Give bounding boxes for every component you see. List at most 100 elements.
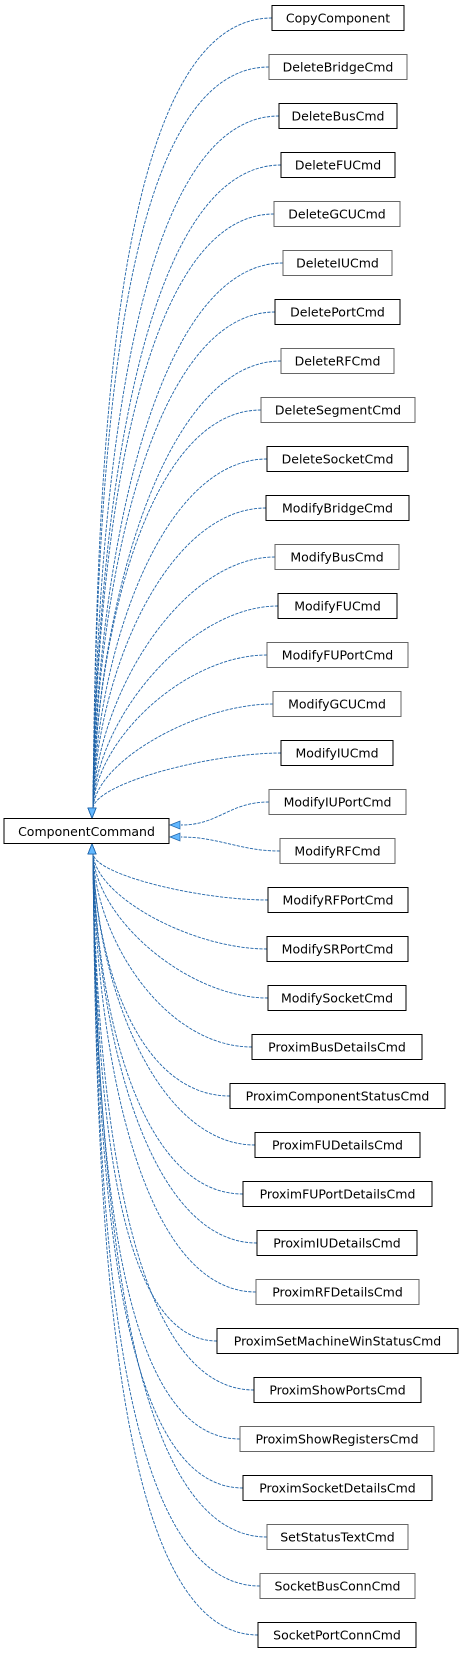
edge-modifyrfportcmd [92, 853, 269, 901]
edge-modifybuscmd [92, 556, 276, 809]
node-proximfuportdetailscmd-box [242, 1181, 433, 1207]
node-copycomponent[interactable]: CopyComponent [271, 5, 405, 31]
edge-deletesegmentcmd [92, 409, 262, 809]
node-setstatustextcmd-label: SetStatusTextCmd [280, 1530, 394, 1545]
node-proximiudetailscmd[interactable]: ProximIUDetailsCmd [256, 1230, 418, 1256]
node-proximshowregisterscmd[interactable]: ProximShowRegistersCmd [239, 1426, 435, 1452]
node-modifyiuportcmd[interactable]: ModifyIUPortCmd [268, 789, 407, 815]
edge-deleterfcmd [92, 360, 282, 809]
node-deleteportcmd-box [274, 299, 401, 325]
node-modifybuscmd-box [274, 544, 400, 570]
node-deletegcucmd-label: DeleteGCUCmd [288, 207, 385, 222]
node-modifyrfcmd-box [279, 838, 396, 864]
node-socketbusconncmd-label: SocketBusConnCmd [275, 1579, 401, 1594]
node-deleterfcmd-label: DeleteRFCmd [295, 354, 381, 369]
node-componentcommand[interactable]: ComponentCommand [3, 818, 170, 844]
node-deletesegmentcmd-box [260, 397, 416, 423]
node-proximfudetailscmd-label: ProximFUDetailsCmd [272, 1138, 403, 1153]
node-deletesocketcmd-label: DeleteSocketCmd [282, 452, 394, 467]
node-modifyfucmd-label: ModifyFUCmd [294, 599, 381, 614]
node-proximshowportscmd-box [253, 1377, 422, 1403]
node-modifyrfportcmd[interactable]: ModifyRFPortCmd [267, 887, 409, 913]
node-proximshowportscmd[interactable]: ProximShowPortsCmd [253, 1377, 422, 1403]
node-deletesocketcmd[interactable]: DeleteSocketCmd [266, 446, 409, 472]
node-modifybridgecmd[interactable]: ModifyBridgeCmd [265, 495, 410, 521]
node-deletebuscmd-box [278, 103, 398, 129]
node-setstatustextcmd[interactable]: SetStatusTextCmd [266, 1524, 409, 1550]
node-proximbusdetailscmd[interactable]: ProximBusDetailsCmd [251, 1034, 423, 1060]
edge-proximbusdetailscmd [92, 853, 253, 1048]
edge-modifyfucmd [92, 605, 279, 809]
node-modifybuscmd[interactable]: ModifyBusCmd [274, 544, 400, 570]
edge-modifyrfcmd [180, 836, 281, 852]
node-modifysocketcmd[interactable]: ModifySocketCmd [267, 985, 407, 1011]
node-proximcomponentstatuscmd[interactable]: ProximComponentStatusCmd [229, 1083, 446, 1109]
edge-deletebuscmd [92, 115, 280, 809]
node-proximbusdetailscmd-label: ProximBusDetailsCmd [268, 1040, 406, 1055]
node-modifyiuportcmd-label: ModifyIUPortCmd [284, 795, 392, 810]
node-modifyiucmd[interactable]: ModifyIUCmd [280, 740, 394, 766]
edge-proximsetmachinewinstatuscmd [92, 853, 218, 1342]
edge-deletefucmd [92, 164, 282, 809]
edge-proximfuportdetailscmd [92, 853, 244, 1195]
node-socketbusconncmd[interactable]: SocketBusConnCmd [259, 1573, 416, 1599]
node-modifybridgecmd-label: ModifyBridgeCmd [282, 501, 393, 516]
node-deleteportcmd[interactable]: DeletePortCmd [274, 299, 401, 325]
edge-modifyiuportcmd [180, 801, 270, 826]
inheritance-arrowheads [87, 807, 181, 855]
node-proximsocketdetailscmd-label: ProximSocketDetailsCmd [259, 1481, 416, 1496]
arrowhead-socketportconncmd [87, 843, 97, 855]
node-modifybridgecmd-box [265, 495, 410, 521]
node-modifybuscmd-label: ModifyBusCmd [290, 550, 383, 565]
node-proximfuportdetailscmd-label: ProximFUPortDetailsCmd [260, 1187, 416, 1202]
node-proximrfdetailscmd-label: ProximRFDetailsCmd [272, 1285, 403, 1300]
node-proximfuportdetailscmd[interactable]: ProximFUPortDetailsCmd [242, 1181, 433, 1207]
node-modifysocketcmd-box [267, 985, 407, 1011]
node-modifyrfportcmd-box [267, 887, 409, 913]
node-deletebuscmd[interactable]: DeleteBusCmd [278, 103, 398, 129]
node-deleteiucmd-label: DeleteIUCmd [296, 256, 379, 271]
node-modifyfuportcmd[interactable]: ModifyFUPortCmd [266, 642, 409, 668]
node-proximfudetailscmd-box [254, 1132, 421, 1158]
node-modifygcucmd[interactable]: ModifyGCUCmd [272, 691, 402, 717]
node-modifysrportcmd-label: ModifySRPortCmd [282, 942, 394, 957]
node-proximbusdetailscmd-box [251, 1034, 423, 1060]
node-deletefucmd[interactable]: DeleteFUCmd [280, 152, 396, 178]
edge-modifysrportcmd [92, 853, 268, 950]
node-deleteiucmd[interactable]: DeleteIUCmd [282, 250, 393, 276]
node-proximsocketdetailscmd-box [242, 1475, 433, 1501]
node-modifyrfcmd[interactable]: ModifyRFCmd [279, 838, 396, 864]
arrowhead-modifyiucmd [87, 807, 97, 819]
edge-modifybridgecmd [92, 507, 267, 809]
node-deletefucmd-label: DeleteFUCmd [295, 158, 381, 173]
node-proximshowportscmd-label: ProximShowPortsCmd [269, 1383, 405, 1398]
node-modifysrportcmd[interactable]: ModifySRPortCmd [266, 936, 409, 962]
node-deletefucmd-box [280, 152, 396, 178]
node-proximcomponentstatuscmd-label: ProximComponentStatusCmd [246, 1089, 430, 1104]
edge-modifysocketcmd [92, 853, 269, 999]
node-proximrfdetailscmd[interactable]: ProximRFDetailsCmd [255, 1279, 420, 1305]
node-deleterfcmd-box [280, 348, 395, 374]
node-deletegcucmd[interactable]: DeleteGCUCmd [273, 201, 401, 227]
node-componentcommand-label: ComponentCommand [18, 824, 155, 839]
node-modifyrfcmd-label: ModifyRFCmd [294, 844, 380, 859]
node-deletesegmentcmd[interactable]: DeleteSegmentCmd [260, 397, 416, 423]
node-proximsetmachinewinstatuscmd[interactable]: ProximSetMachineWinStatusCmd [216, 1328, 459, 1354]
edge-proximshowportscmd [92, 853, 255, 1391]
node-proximfudetailscmd[interactable]: ProximFUDetailsCmd [254, 1132, 421, 1158]
node-socketbusconncmd-box [259, 1573, 416, 1599]
node-deletebridgecmd[interactable]: DeleteBridgeCmd [268, 54, 408, 80]
node-deleterfcmd[interactable]: DeleteRFCmd [280, 348, 395, 374]
node-deletesocketcmd-box [266, 446, 409, 472]
edge-socketportconncmd [92, 853, 259, 1636]
node-deletebridgecmd-label: DeleteBridgeCmd [283, 60, 394, 75]
node-proximsocketdetailscmd[interactable]: ProximSocketDetailsCmd [242, 1475, 433, 1501]
node-proximcomponentstatuscmd-box [229, 1083, 446, 1109]
node-modifyfucmd-box [277, 593, 398, 619]
node-socketportconncmd[interactable]: SocketPortConnCmd [257, 1622, 417, 1648]
edge-deleteiucmd [92, 262, 284, 809]
node-deletebridgecmd-box [268, 54, 408, 80]
node-componentcommand-box [3, 818, 170, 844]
node-proximshowregisterscmd-label: ProximShowRegistersCmd [255, 1432, 418, 1447]
node-modifyfucmd[interactable]: ModifyFUCmd [277, 593, 398, 619]
